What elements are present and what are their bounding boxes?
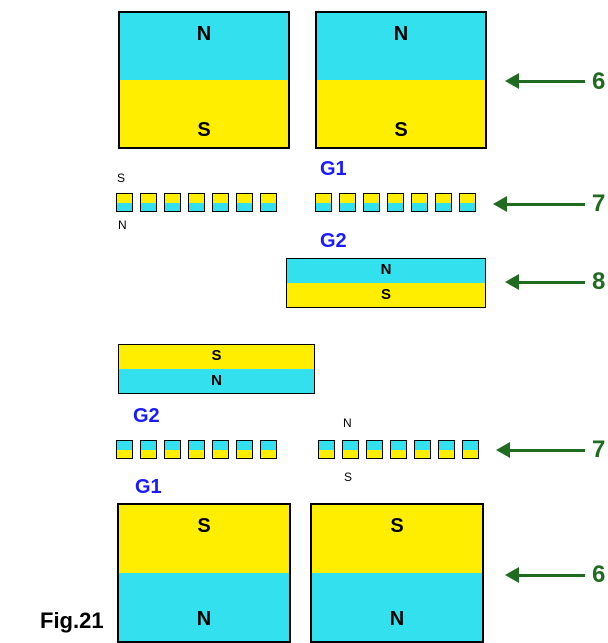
small-magnet <box>339 193 356 212</box>
small-magnet <box>188 193 205 212</box>
small-magnet <box>315 193 332 212</box>
pole-label: N <box>389 608 405 630</box>
small-magnet <box>318 440 335 459</box>
tiny-label-n-bottom: N <box>343 416 352 430</box>
label-6-top: 6 <box>592 68 606 95</box>
arrow-6-bottom <box>505 567 585 583</box>
small-magnet <box>390 440 407 459</box>
arrow-7-bottom <box>496 442 585 458</box>
pole-label: S <box>380 286 391 303</box>
small-magnet <box>116 193 133 212</box>
small-magnet <box>462 440 479 459</box>
small-magnet <box>140 193 157 212</box>
label-8: 8 <box>592 268 606 295</box>
label-7-top: 7 <box>592 190 606 217</box>
small-magnet <box>260 440 277 459</box>
small-magnet <box>236 440 253 459</box>
small-magnet <box>342 440 359 459</box>
pole-label: N <box>196 23 212 45</box>
small-magnet <box>363 193 380 212</box>
pole-label: N <box>380 261 392 278</box>
tiny-label-s-bottom: S <box>344 470 353 484</box>
pole-label: N <box>211 372 222 389</box>
small-magnet <box>387 193 404 212</box>
large-magnet-top-left: N S <box>118 11 290 149</box>
pole-label: N <box>196 608 212 630</box>
small-magnet <box>188 440 205 459</box>
large-magnet-bottom-right: S N <box>310 503 484 643</box>
figure-label: Fig.21 <box>40 608 104 633</box>
flat-magnet-bottom: S N <box>118 344 315 394</box>
flat-magnet-8: N S <box>286 258 486 308</box>
small-magnet <box>164 440 181 459</box>
small-magnet <box>435 193 452 212</box>
small-magnet <box>438 440 455 459</box>
arrow-6-top <box>505 73 585 89</box>
small-magnet <box>414 440 431 459</box>
small-magnet <box>411 193 428 212</box>
arrow-8 <box>505 274 585 290</box>
pole-label: S <box>390 515 404 537</box>
tiny-label-s-top: S <box>117 171 126 185</box>
pole-label: S <box>197 515 211 537</box>
pole-label: N <box>393 23 409 45</box>
gap-label-g2-top: G2 <box>320 230 347 252</box>
small-magnet <box>212 440 229 459</box>
gap-label-g1-bottom: G1 <box>135 476 162 498</box>
pole-label: S <box>211 347 222 364</box>
small-magnet <box>236 193 253 212</box>
pole-label: S <box>394 119 408 141</box>
gap-label-g2-bottom: G2 <box>133 405 160 427</box>
small-magnet <box>116 440 133 459</box>
large-magnet-bottom-left: S N <box>117 503 291 643</box>
pole-label: S <box>197 119 211 141</box>
small-magnet <box>140 440 157 459</box>
tiny-label-n-top: N <box>118 218 127 232</box>
small-magnet <box>212 193 229 212</box>
small-magnet <box>164 193 181 212</box>
large-magnet-top-right: N S <box>315 11 487 149</box>
label-6-bottom: 6 <box>592 561 606 588</box>
small-magnet <box>459 193 476 212</box>
label-7-bottom: 7 <box>592 436 606 463</box>
arrow-7-top <box>493 196 585 212</box>
gap-label-g1-top: G1 <box>320 158 347 180</box>
small-magnet <box>366 440 383 459</box>
small-magnet <box>260 193 277 212</box>
